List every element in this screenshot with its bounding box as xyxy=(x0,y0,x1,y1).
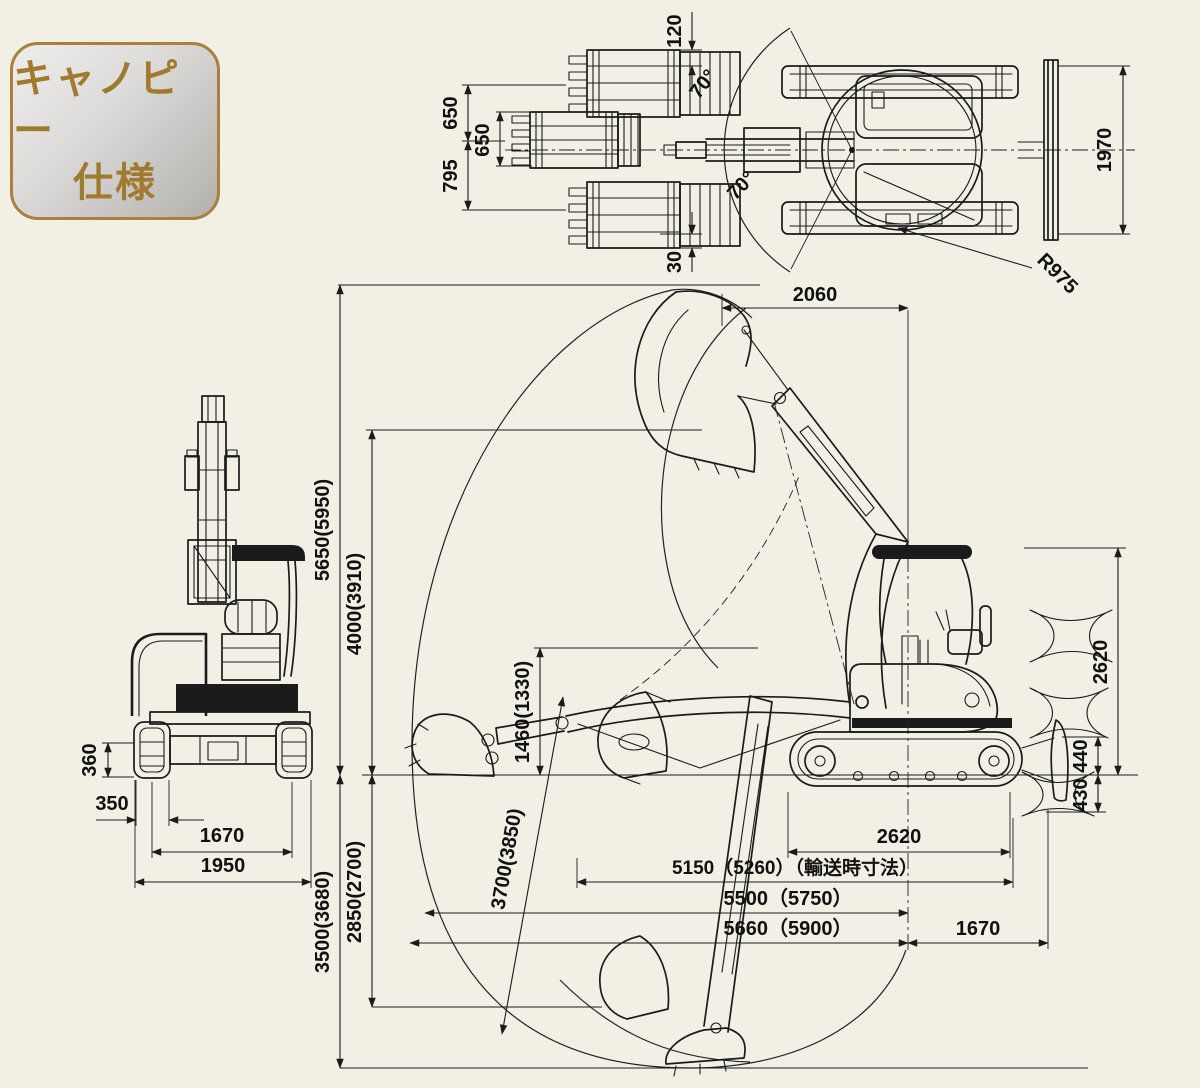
dim-440-label: 440 xyxy=(1070,739,1092,772)
dim-2620-track-label: 2620 xyxy=(877,826,922,848)
front-view-dimensions: 360 350 1670 1950 xyxy=(79,742,312,888)
dim-2620-height-label: 2620 xyxy=(1090,640,1112,685)
dim-1950-label: 1950 xyxy=(201,855,246,877)
dim-2850-label: 2850(2700) xyxy=(344,841,366,943)
spec-badge-line1: キャノピー xyxy=(13,57,181,153)
dim-650-outer-label: 650 xyxy=(440,96,462,129)
bucket-max-height xyxy=(634,290,789,479)
bucket-mid-depth xyxy=(599,935,670,1020)
dim-795-label: 795 xyxy=(440,159,462,192)
arm-deep-digging xyxy=(665,695,773,1077)
bucket-ground xyxy=(404,713,499,777)
dim-350-label: 350 xyxy=(95,793,128,815)
blade xyxy=(1021,609,1113,817)
bucket-plan-center xyxy=(511,111,641,169)
bucket-transport xyxy=(597,691,671,785)
dim-1670-rear-label: 1670 xyxy=(956,918,1001,940)
top-view-machine xyxy=(505,27,1135,273)
bucket-plan-lower xyxy=(568,181,741,249)
dim-5500-label: 5500（5750） xyxy=(724,887,853,910)
dim-360-label: 360 xyxy=(79,743,101,776)
dim-angle-lower-label: 70° xyxy=(723,167,760,204)
dim-5650-label: 5650(5950) xyxy=(312,479,334,581)
spec-badge: キャノピー 仕様 xyxy=(10,42,220,220)
dim-120-label: 120 xyxy=(664,14,686,47)
side-view-machine xyxy=(404,290,1113,1077)
side-view: 2060 5650(5950) 3500(3680) 4000(3910) 28… xyxy=(312,284,1138,1077)
side-view-working-range xyxy=(411,288,907,1069)
dim-1460-label: 1460(1330) xyxy=(512,661,534,763)
dim-430-label: 430 xyxy=(1070,778,1092,811)
front-view-machine xyxy=(130,395,313,779)
front-view: 360 350 1670 1950 xyxy=(79,395,313,888)
dim-5150-label: 5150（5260）（輸送時寸法） xyxy=(672,856,918,879)
top-view: 120 650 650 795 30 70° 70° xyxy=(440,12,1135,298)
boom-ground-reach xyxy=(495,695,851,769)
dim-3500-label: 3500(3680) xyxy=(312,871,334,973)
dim-4000-label: 4000(3910) xyxy=(344,553,366,655)
dim-r975-label: R975 xyxy=(1033,249,1082,298)
dim-650-inner-label: 650 xyxy=(472,123,494,156)
dim-1970-label: 1970 xyxy=(1094,128,1116,173)
spec-badge-line2: 仕様 xyxy=(73,161,157,205)
dim-2060-label: 2060 xyxy=(793,284,838,306)
dim-front-1670-label: 1670 xyxy=(200,825,245,847)
dim-3700-label: 3700(3850) xyxy=(487,807,526,912)
dim-5660-label: 5660（5900） xyxy=(724,917,853,940)
dim-30-label: 30 xyxy=(664,251,686,273)
side-view-dimensions: 2060 5650(5950) 3500(3680) 4000(3910) 28… xyxy=(312,284,1138,1069)
dim-angle-upper-label: 70° xyxy=(685,66,721,103)
